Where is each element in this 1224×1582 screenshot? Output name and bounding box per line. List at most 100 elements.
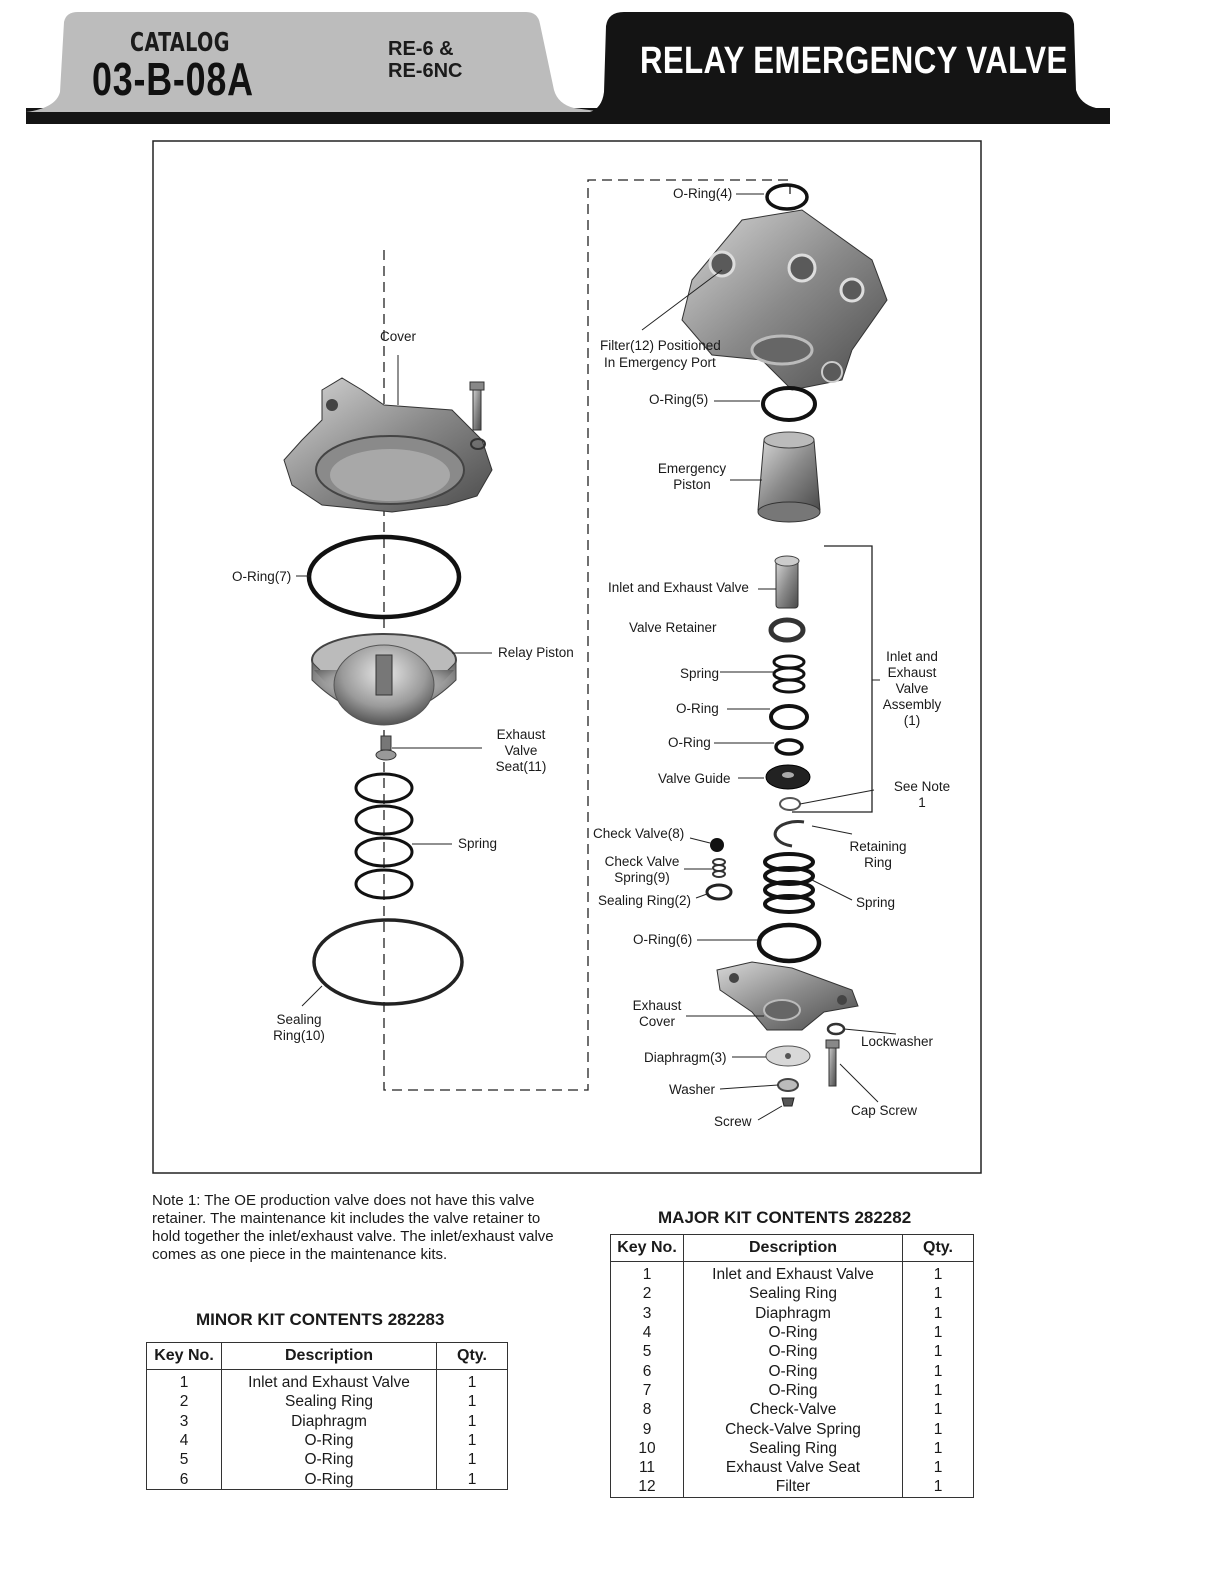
cell-key-no: 4 <box>610 1322 684 1343</box>
cell-qty: 1 <box>902 1284 974 1304</box>
label-check-spring-line2: Spring(9) <box>614 870 670 885</box>
label-cover: Cover <box>380 329 417 344</box>
spring-left-part <box>354 772 414 900</box>
label-exhaust-cover: Exhaust Cover <box>622 998 692 1030</box>
minor-kit-title: MINOR KIT CONTENTS 282283 <box>196 1310 445 1329</box>
cell-qty: 1 <box>436 1392 508 1412</box>
label-spring-left: Spring <box>458 836 498 851</box>
cell-key-no: 10 <box>610 1438 684 1458</box>
label-assembly-line3: Valve <box>895 681 929 696</box>
cell-qty: 1 <box>902 1400 974 1420</box>
label-exhaust-seat-line3: Seat(11) <box>495 759 547 774</box>
cell-qty: 1 <box>902 1322 974 1343</box>
cell-description: Sealing Ring <box>683 1284 903 1304</box>
screw-part <box>781 1097 795 1107</box>
cell-description: O-Ring <box>221 1430 437 1451</box>
column-header-qty: Qty. <box>902 1234 974 1262</box>
o-ring-b-part <box>774 738 804 756</box>
label-emergency-piston: Emergency Piston <box>652 461 732 493</box>
cell-key-no: 2 <box>610 1284 684 1304</box>
label-valve-guide: Valve Guide <box>658 771 731 786</box>
note-retainer-part <box>779 797 801 811</box>
check-valve-spring-part <box>712 858 726 878</box>
column-header-description: Description <box>683 1234 903 1262</box>
cell-qty: 1 <box>902 1419 974 1439</box>
label-diaphragm: Diaphragm(3) <box>644 1050 727 1065</box>
label-retaining-line2: Ring <box>864 855 892 870</box>
label-assembly-line4: Assembly <box>882 697 942 712</box>
sealing-ring-10-part <box>312 918 464 1006</box>
major-kit-title: MAJOR KIT CONTENTS 282282 <box>658 1208 912 1227</box>
label-exhaust-seat-line1: Exhaust <box>496 727 546 742</box>
cell-description: Diaphragm <box>221 1411 437 1431</box>
cell-description: Check-Valve <box>683 1400 903 1420</box>
cell-qty: 1 <box>902 1261 974 1285</box>
label-exhaust-valve-seat: Exhaust Valve Seat(11) <box>486 727 556 775</box>
page-title: RELAY EMERGENCY VALVE <box>640 40 1068 82</box>
cell-key-no: 6 <box>146 1469 222 1490</box>
label-lockwasher: Lockwasher <box>861 1034 934 1049</box>
label-check-valve-spring: Check Valve Spring(9) <box>598 854 686 886</box>
label-exhaust-cover-line2: Cover <box>638 1014 675 1029</box>
o-ring-5-part <box>761 386 817 422</box>
cell-description: O-Ring <box>683 1380 903 1401</box>
label-o-ring-5: O-Ring(5) <box>649 392 709 407</box>
label-see-note-line1: See Note <box>893 779 951 794</box>
cell-qty: 1 <box>436 1369 508 1393</box>
label-see-note: See Note 1 <box>888 779 956 811</box>
label-o-ring-4: O-Ring(4) <box>673 186 733 201</box>
catalog-tab <box>26 12 604 112</box>
cell-qty: 1 <box>436 1469 508 1490</box>
catalog-label: CATALOG <box>130 28 230 58</box>
label-retaining-line1: Retaining <box>849 839 907 854</box>
label-o-ring-a: O-Ring <box>676 701 719 716</box>
cell-qty: 1 <box>902 1361 974 1381</box>
label-assembly-line2: Exhaust <box>887 665 937 680</box>
table-header-row: Key No. Description Qty. <box>146 1342 508 1370</box>
table-header-row: Key No. Description Qty. <box>610 1234 974 1262</box>
cell-key-no: 3 <box>146 1411 222 1431</box>
label-spring-right: Spring <box>856 895 896 910</box>
label-sealing10-line2: Ring(10) <box>273 1028 325 1043</box>
cell-key-no: 9 <box>610 1419 684 1439</box>
diagram-artwork <box>152 140 982 1174</box>
retaining-ring-part <box>773 820 805 848</box>
note-text: Note 1: The OE production valve does not… <box>152 1192 554 1263</box>
cell-description: O-Ring <box>221 1469 437 1490</box>
cell-qty: 1 <box>902 1457 974 1478</box>
cover-bolt-part <box>472 385 482 431</box>
emergency-piston-part <box>757 439 821 511</box>
diagram-border <box>152 140 982 1174</box>
o-ring-6-part <box>756 922 822 964</box>
exhaust-valve-seat-part <box>380 735 392 751</box>
model-line-2: RE-6NC <box>388 60 463 82</box>
cell-qty: 1 <box>436 1411 508 1431</box>
label-filter-line1: Filter(12) Positioned <box>600 338 721 353</box>
o-ring-7-part <box>306 534 462 620</box>
label-valve-retainer: Valve Retainer <box>629 620 717 635</box>
cell-description: Sealing Ring <box>221 1392 437 1412</box>
label-o-ring-b: O-Ring <box>668 735 711 750</box>
label-filter-line2: In Emergency Port <box>604 355 716 370</box>
o-ring-4-part <box>765 183 809 211</box>
cell-description: O-Ring <box>683 1342 903 1362</box>
cell-qty: 1 <box>902 1342 974 1362</box>
label-see-note-line2: 1 <box>918 795 926 810</box>
cell-key-no: 4 <box>146 1430 222 1451</box>
valve-retainer-part <box>768 617 806 643</box>
catalog-number: 03-B-08A <box>92 53 254 105</box>
cell-key-no: 3 <box>610 1303 684 1323</box>
cell-key-no: 12 <box>610 1477 684 1498</box>
cell-key-no: 2 <box>146 1392 222 1412</box>
